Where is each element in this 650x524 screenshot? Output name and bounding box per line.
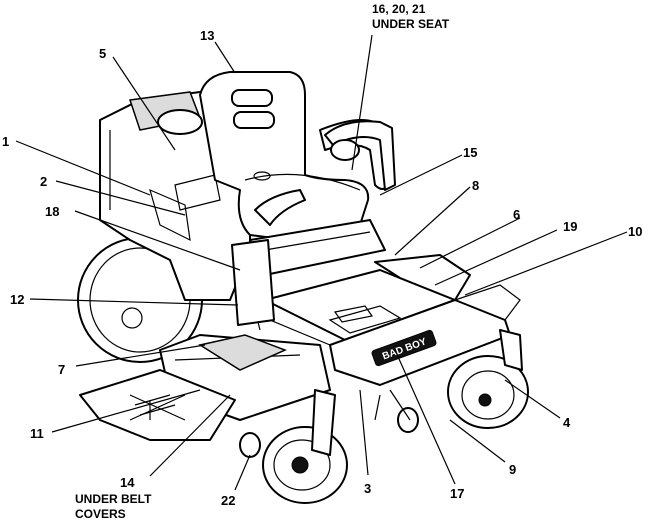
leader-13	[214, 41, 236, 74]
leader-2	[55, 180, 186, 216]
front-right-caster	[447, 329, 529, 429]
callout-9: 9	[509, 462, 516, 477]
callout-15: 15	[463, 145, 477, 160]
leader-17	[394, 349, 456, 485]
leader-7	[75, 344, 206, 367]
callout-labels: 1 2 3 4 5 6 7 8 9 10 11 12 13 14 15 17 1…	[2, 28, 642, 508]
under-belt-label-line2: COVERS	[75, 507, 126, 521]
leader-11	[51, 389, 201, 433]
notes: 16, 20, 21 UNDER SEAT UNDER BELT COVERS	[75, 2, 450, 521]
callout-13: 13	[200, 28, 214, 43]
leader-10	[464, 231, 628, 296]
callout-8: 8	[472, 178, 479, 193]
anti-scalp-rollers	[239, 389, 419, 458]
leader-14	[149, 394, 231, 477]
callout-7: 7	[58, 362, 65, 377]
callout-1: 1	[2, 134, 9, 149]
leader-lines	[15, 34, 628, 491]
leader-8	[394, 186, 471, 256]
leader-1	[15, 140, 151, 196]
leader-15	[379, 154, 463, 196]
under-seat-numbers: 16, 20, 21	[372, 2, 426, 16]
callout-3: 3	[364, 481, 371, 496]
front-left-caster	[262, 389, 348, 504]
front-frame: BAD BOY	[329, 284, 521, 386]
callout-5: 5	[99, 46, 106, 61]
callout-19: 19	[563, 219, 577, 234]
leader-18	[74, 210, 241, 271]
operator-platform	[264, 254, 471, 341]
callout-4: 4	[563, 415, 571, 430]
leader-6	[419, 217, 521, 269]
leader-12	[29, 298, 239, 306]
leader-5	[112, 56, 176, 151]
under-belt-label-line1: UNDER BELT	[75, 492, 152, 506]
leader-4	[504, 379, 561, 419]
callout-11: 11	[30, 426, 44, 441]
under-seat-label: UNDER SEAT	[372, 17, 450, 31]
leader-3	[359, 389, 369, 476]
leader-19	[434, 229, 558, 286]
callout-12: 12	[10, 292, 24, 307]
side-frame-rails	[231, 239, 331, 346]
leader-22	[234, 454, 251, 491]
callout-6: 6	[513, 207, 520, 222]
callout-18: 18	[45, 204, 59, 219]
right-control-lever	[324, 120, 396, 191]
discharge-chute	[79, 369, 236, 441]
callout-14: 14	[120, 475, 135, 490]
callout-17: 17	[450, 486, 464, 501]
callout-22: 22	[221, 493, 235, 508]
callout-10: 10	[628, 224, 642, 239]
leader-16-20-21	[351, 34, 373, 171]
leader-9	[449, 419, 506, 463]
callout-2: 2	[40, 174, 47, 189]
mower-illustration: BAD BOY	[77, 71, 529, 504]
